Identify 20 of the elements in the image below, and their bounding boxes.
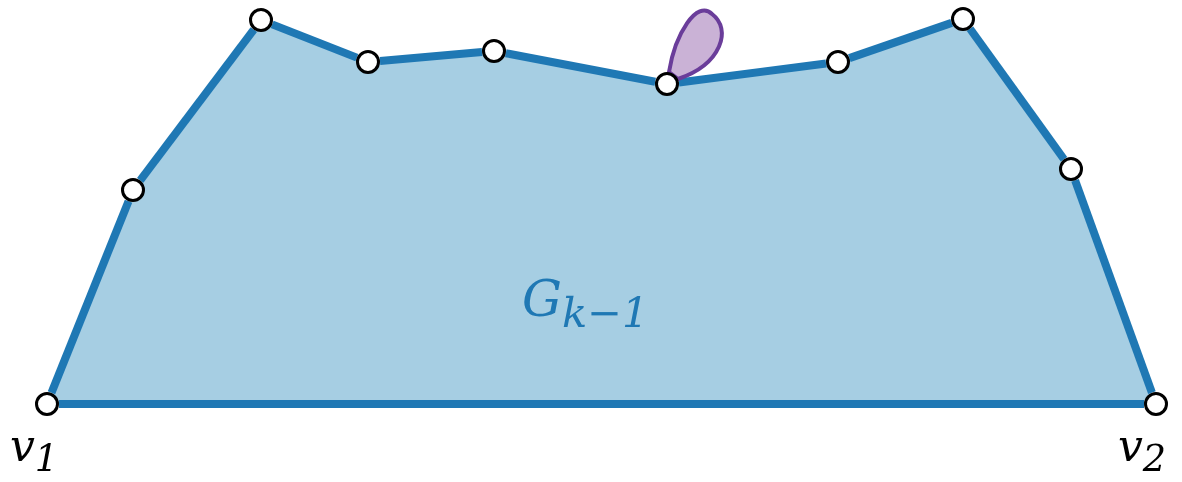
- edge-line: [1071, 178, 1156, 395]
- vertex-circle: [951, 7, 975, 31]
- vertex-circle: [482, 39, 506, 63]
- vertex-circle: [121, 178, 145, 202]
- edge-line: [966, 26, 1068, 162]
- vertex-circle: [1144, 392, 1168, 416]
- vertex-label: v$_{2}$: [1118, 420, 1167, 480]
- region-label: G$_{k−1}$: [522, 270, 649, 337]
- edge-line: [59, 400, 1144, 408]
- edge-line: [47, 199, 133, 395]
- vertex-circle: [1059, 157, 1083, 181]
- vertex-label: v$_{1}$: [10, 420, 59, 480]
- vertex-circle: [249, 8, 273, 32]
- edge-line: [137, 27, 257, 183]
- edge-line: [848, 19, 953, 62]
- edge-line: [379, 48, 483, 65]
- edge-line: [505, 49, 656, 86]
- vertex-circle: [35, 392, 59, 416]
- edge-line: [678, 59, 827, 87]
- edge-line: [270, 20, 359, 62]
